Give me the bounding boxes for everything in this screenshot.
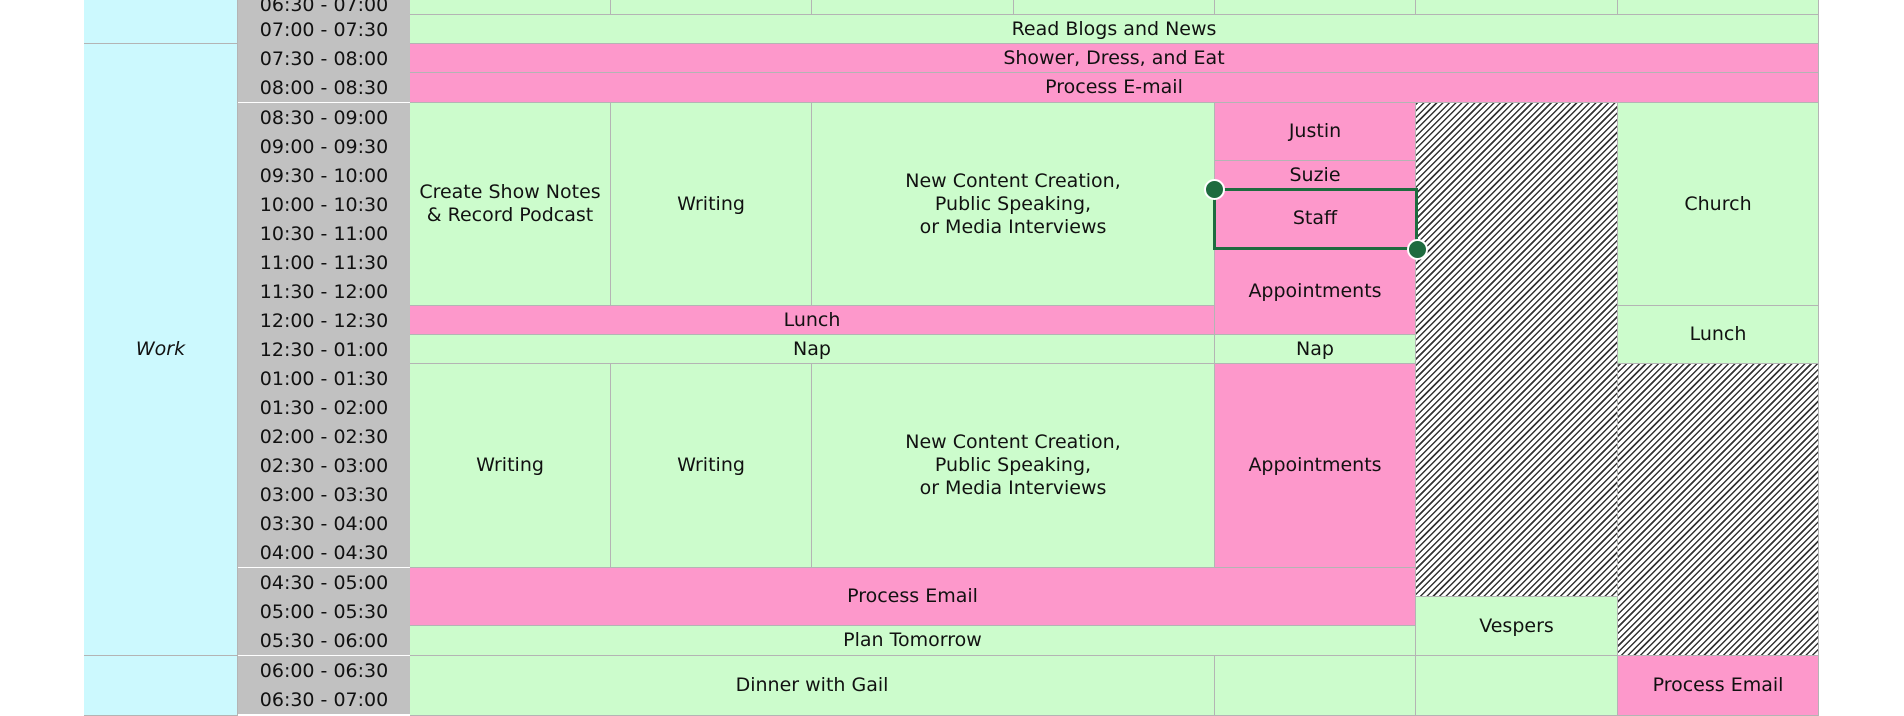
show-notes-block[interactable]: Create Show Notes & Record Podcast [410,103,611,306]
appointments-afternoon-block[interactable]: Appointments [1215,364,1416,568]
staff-block[interactable]: Staff [1215,190,1416,248]
time-slot-label: 04:00 - 04:30 [238,538,410,567]
slot-wed-0630[interactable] [812,0,1014,15]
slot-mon-0630[interactable] [410,0,611,15]
process-email-sunday-label: Process Email [1652,674,1784,696]
lunch-weekday-block[interactable]: Lunch [410,306,1215,335]
time-slot-label: 06:30 - 07:00 [238,0,410,19]
slot-thu-0630[interactable] [1014,0,1215,15]
selection-handle-top-left[interactable] [1204,179,1225,200]
slot-sat-0600[interactable] [1416,656,1618,716]
lunch-weekday-label: Lunch [783,308,841,331]
nap-weekday-label: Nap [793,337,831,360]
plan-tomorrow-label: Plan Tomorrow [843,629,982,651]
time-slot-label: 01:30 - 02:00 [238,393,410,422]
time-slot-label: 05:30 - 06:00 [238,626,410,655]
time-slot-label: 10:30 - 11:00 [238,219,410,248]
time-slot-label: 07:30 - 08:00 [238,44,410,73]
time-slot-label: 08:30 - 09:00 [238,103,410,132]
writing-afternoon-mon-block[interactable]: Writing [410,364,611,568]
time-slot-label: 12:00 - 12:30 [238,306,410,335]
content-creation-afternoon-block[interactable]: New Content Creation, Public Speaking, o… [812,364,1215,568]
time-slot-label: 03:30 - 04:00 [238,509,410,538]
appointments-morning-block[interactable]: Appointments [1215,248,1416,335]
justin-block[interactable]: Justin [1215,103,1416,161]
lunch-sunday-block[interactable]: Lunch [1618,306,1819,364]
content-creation-morning-label: New Content Creation, Public Speaking, o… [905,169,1121,238]
time-slot-label: 11:30 - 12:00 [238,277,410,306]
slot-fri-0600[interactable] [1215,656,1416,716]
slot-fri-0630[interactable] [1215,0,1416,15]
church-block[interactable]: Church [1618,103,1819,306]
writing-afternoon-tue-block[interactable]: Writing [611,364,812,568]
work-category-label: Work [135,338,186,360]
dinner-label: Dinner with Gail [735,674,889,696]
appointments-morning-label: Appointments [1248,279,1382,302]
process-email-afternoon-block[interactable]: Process Email [410,568,1416,626]
shower-label: Shower, Dress, and Eat [1003,46,1225,69]
process-email-afternoon-label: Process Email [847,585,978,607]
time-slot-label: 09:00 - 09:30 [238,132,410,161]
shower-block[interactable]: Shower, Dress, and Eat [410,44,1819,73]
writing-afternoon-tue-label: Writing [677,454,745,476]
time-slot-label: 11:00 - 11:30 [238,248,410,277]
selection-handle-bottom-right[interactable] [1407,239,1428,260]
lunch-sunday-label: Lunch [1689,323,1747,345]
writing-morning-tue-block[interactable]: Writing [611,103,812,306]
read-blogs-block[interactable]: Read Blogs and News [410,15,1819,44]
nap-friday-block[interactable]: Nap [1215,335,1416,364]
process-email-morning-label: Process E-mail [1045,76,1183,98]
time-slot-label: 05:00 - 05:30 [238,597,410,626]
process-email-sunday-block[interactable]: Process Email [1618,656,1819,716]
suzie-block[interactable]: Suzie [1215,161,1416,190]
content-creation-afternoon-label: New Content Creation, Public Speaking, o… [905,431,1121,499]
slot-sun-0630[interactable] [1618,0,1819,15]
time-slot-label: 07:00 - 07:30 [238,15,410,44]
time-slot-label: 10:00 - 10:30 [238,190,410,219]
justin-label: Justin [1288,120,1342,142]
suzie-label: Suzie [1289,163,1341,186]
time-slot-label: 09:30 - 10:00 [238,161,410,190]
process-email-morning-block[interactable]: Process E-mail [410,73,1819,103]
time-slot-label: 12:30 - 01:00 [238,335,410,364]
unavailable-sunday-block[interactable] [1618,364,1819,656]
dinner-block[interactable]: Dinner with Gail [410,656,1215,716]
nap-friday-label: Nap [1296,337,1334,360]
unavailable-saturday-block[interactable] [1416,103,1618,597]
writing-morning-tue-label: Writing [677,192,745,215]
category-cell-before[interactable] [84,0,238,44]
time-slot-label: 03:00 - 03:30 [238,480,410,509]
show-notes-label: Create Show Notes & Record Podcast [419,181,601,226]
nap-weekday-block[interactable]: Nap [410,335,1215,364]
selection-outline [1213,188,1418,250]
vespers-label: Vespers [1479,614,1554,637]
vespers-block[interactable]: Vespers [1416,597,1618,656]
church-label: Church [1684,192,1752,215]
plan-tomorrow-block[interactable]: Plan Tomorrow [410,626,1416,656]
time-slot-label: 01:00 - 01:30 [238,364,410,393]
slot-tue-0630[interactable] [611,0,812,15]
writing-afternoon-mon-label: Writing [476,454,544,476]
time-slot-label: 08:00 - 08:30 [238,73,410,102]
content-creation-morning-block[interactable]: New Content Creation, Public Speaking, o… [812,103,1215,306]
appointments-afternoon-label: Appointments [1248,454,1382,476]
slot-sat-0630[interactable] [1416,0,1618,15]
work-category-cell[interactable]: Work [84,44,238,656]
time-slot-label: 02:30 - 03:00 [238,451,410,480]
time-slot-label: 06:00 - 06:30 [238,656,410,685]
category-cell-after[interactable] [84,656,238,716]
staff-label: Staff [1292,207,1338,229]
time-slot-label: 04:30 - 05:00 [238,568,410,597]
read-blogs-label: Read Blogs and News [1011,17,1217,40]
time-slot-label: 02:00 - 02:30 [238,422,410,451]
